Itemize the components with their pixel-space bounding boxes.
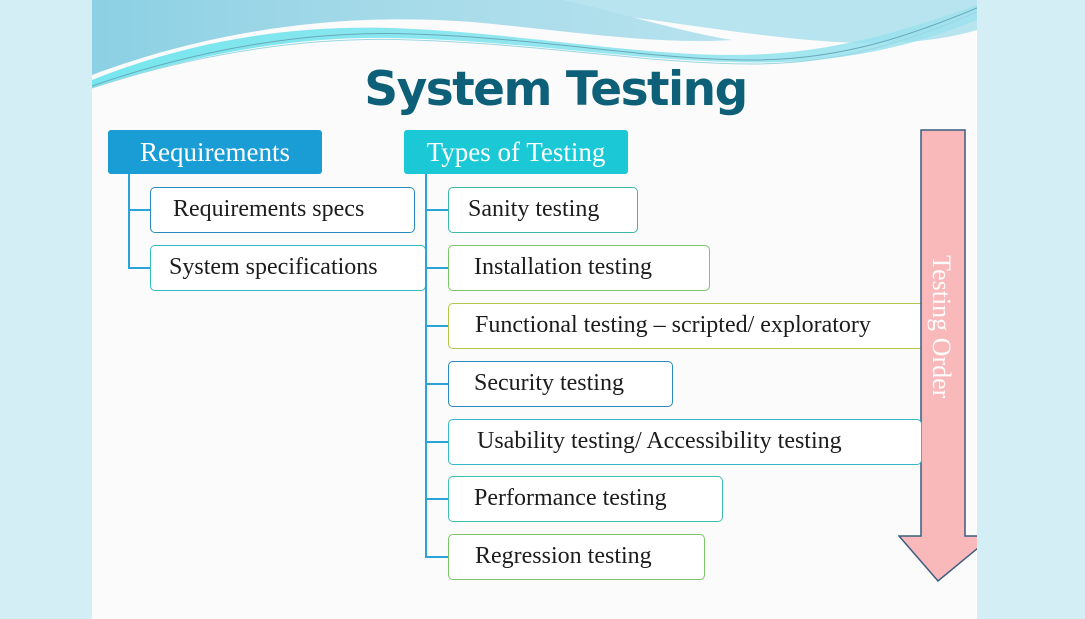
requirements-specs-box: Requirements specs: [150, 187, 415, 233]
types-connector: [425, 174, 427, 558]
connector-branch: [425, 325, 448, 327]
connector-branch: [425, 383, 448, 385]
connector-branch: [425, 441, 448, 443]
wave-banner-decoration: [92, 0, 977, 89]
types-of-testing-header: Types of Testing: [404, 130, 628, 174]
requirements-header: Requirements: [108, 130, 322, 174]
connector-branch: [128, 209, 150, 211]
testing-order-label: Testing Order: [927, 255, 956, 399]
security-testing-box: Security testing: [448, 361, 673, 407]
sanity-testing-box: Sanity testing: [448, 187, 638, 233]
slide-title: System Testing: [364, 62, 748, 117]
connector-branch: [425, 498, 448, 500]
connector-branch: [425, 267, 448, 269]
requirements-connector: [128, 174, 130, 269]
slide: System Testing Requirements Requirements…: [92, 0, 977, 619]
connector-branch: [425, 209, 448, 211]
regression-testing-box: Regression testing: [448, 534, 705, 580]
testing-order-arrow: [898, 129, 977, 583]
performance-testing-box: Performance testing: [448, 476, 723, 522]
connector-branch: [128, 267, 150, 269]
system-specifications-box: System specifications: [150, 245, 426, 291]
installation-testing-box: Installation testing: [448, 245, 710, 291]
connector-branch: [425, 556, 448, 558]
usability-testing-box: Usability testing/ Accessibility testing: [448, 419, 922, 465]
functional-testing-box: Functional testing – scripted/ explorato…: [448, 303, 963, 349]
